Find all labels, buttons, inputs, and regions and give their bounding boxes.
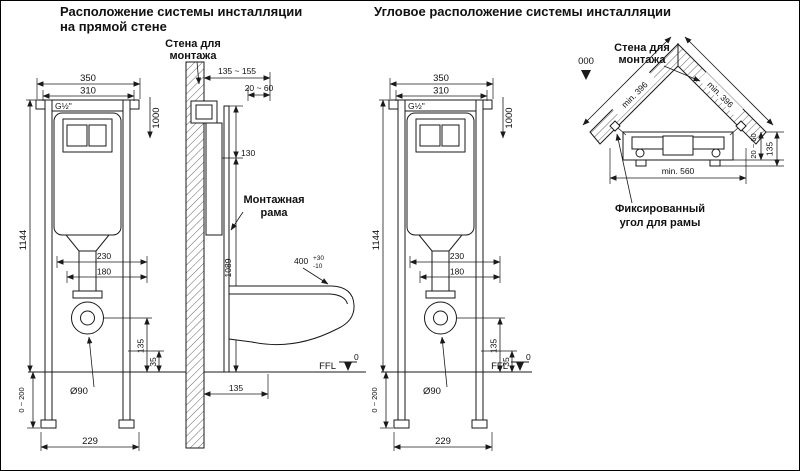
dim-400-tol-minus: -10 (313, 263, 323, 270)
dim-130-label: 130 (241, 148, 255, 158)
corner-bracket-left (609, 120, 621, 132)
down-arrow (581, 70, 591, 80)
dim-20-60: 20 ~ 60 (245, 83, 274, 101)
frame-side-profile (190, 100, 230, 373)
toilet-bowl-profile (228, 285, 355, 346)
corner-view: min. 396 min. 396 000 Стена для монтажа (578, 36, 784, 229)
left-title-line2: на прямой стене (60, 19, 167, 34)
frame-label-line2: рама (261, 207, 289, 219)
right-diagram: Угловое расположение системы инсталляции… (370, 4, 784, 451)
dim-135-floor: 135 (203, 374, 269, 399)
dim-396-left-line (582, 36, 672, 126)
frame-plan-view (609, 120, 747, 167)
mounting-wall (185, 61, 205, 449)
wall-label-arrow (195, 61, 202, 85)
left-diagram: Расположение системы инсталляции на прям… (17, 4, 366, 451)
wall-label-line1: Стена для (614, 42, 670, 54)
ffl-label: FFL (319, 361, 336, 372)
frame-rail-side (223, 105, 230, 373)
ffl-zero-label: 0 (354, 352, 359, 362)
ffl-marker-left: FFL 0 (204, 352, 366, 373)
angle-label-line1: Фиксированный (615, 203, 705, 215)
dim-135-floor-label: 135 (229, 383, 243, 393)
wall-label-line2: монтажа (170, 50, 218, 62)
dim-135-corner-label: 135 (765, 142, 775, 156)
dim-130: 130 (222, 105, 255, 159)
dim-560: min. 560 (609, 148, 747, 184)
dim-396-right-line (684, 36, 774, 126)
level-triangle (516, 362, 524, 371)
level-triangle (344, 362, 352, 371)
dim-135-155-label: 135 ~ 155 (218, 66, 256, 76)
dim-1089-label: 1089 (223, 258, 233, 277)
ffl-zero-label: 0 (526, 352, 531, 362)
dim-right-stack: 20 ~ 60 135 (720, 131, 784, 167)
corner-bracket-right (735, 120, 747, 132)
dim-20-60-label: 20 ~ 60 (245, 83, 274, 93)
toilet-rim-line (229, 293, 348, 305)
frame-label-line1: Монтажная (243, 194, 304, 206)
wall-label-line1: Стена для (165, 38, 221, 50)
corner-wall-label: Стена для монтажа (614, 42, 701, 82)
datum-000: 000 (578, 56, 594, 80)
flush-unit-plan (662, 135, 694, 156)
dim-20-60-corner-label: 20 ~ 60 (749, 133, 758, 158)
right-title: Угловое расположение системы инсталляции (374, 4, 671, 19)
mounting-frame-label: Монтажная рама (230, 194, 305, 231)
dim-400-label: 400 (294, 256, 308, 266)
dim-400-tol-plus: +30 (313, 255, 324, 262)
ffl-label: FFL (491, 361, 508, 372)
dim-560-label: min. 560 (662, 166, 695, 176)
wall-label-line2: монтажа (619, 54, 667, 66)
cistern-side (205, 122, 223, 236)
angle-label-line2: угол для рамы (620, 217, 701, 229)
dim-000-label: 000 (578, 56, 594, 67)
dim-400: 400 +30 -10 (294, 255, 329, 285)
side-view: Стена для монтажа 135 ~ 155 20 ~ 60 (165, 38, 366, 449)
ffl-marker-right: FFL 0 (491, 352, 532, 373)
fixed-angle-label: Фиксированный угол для рамы (615, 133, 705, 229)
left-title-line1: Расположение системы инсталляции (60, 4, 302, 19)
